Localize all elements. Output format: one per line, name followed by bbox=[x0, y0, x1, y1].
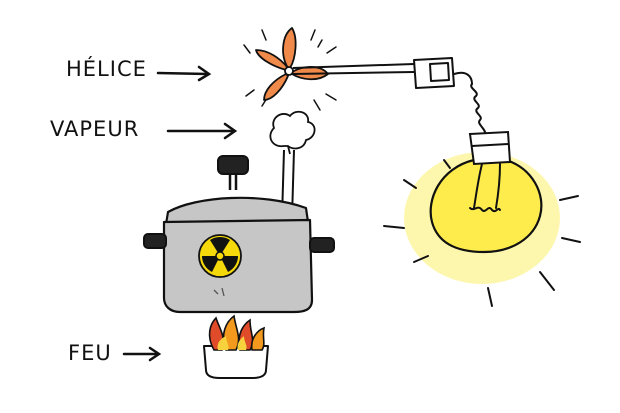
pressure-cooker-icon bbox=[143, 155, 335, 314]
fire-icon bbox=[203, 314, 269, 379]
steam-label-group: VAPEUR bbox=[50, 117, 238, 141]
steam-label: VAPEUR bbox=[50, 117, 139, 141]
steam-cloud-icon bbox=[269, 110, 316, 155]
fire-label: FEU bbox=[68, 341, 112, 365]
light-bulb-icon bbox=[383, 130, 581, 307]
propeller-label: HÉLICE bbox=[66, 56, 147, 81]
arrow-icon bbox=[156, 65, 212, 82]
propeller-label-group: HÉLICE bbox=[66, 56, 212, 82]
arrow-icon bbox=[122, 346, 162, 362]
propeller-icon bbox=[243, 27, 337, 111]
arrow-icon bbox=[166, 122, 238, 140]
generator-icon bbox=[413, 57, 455, 89]
radiation-symbol-icon bbox=[198, 234, 242, 278]
shaft bbox=[292, 63, 415, 75]
wire bbox=[453, 71, 487, 137]
fire-label-group: FEU bbox=[68, 341, 162, 365]
